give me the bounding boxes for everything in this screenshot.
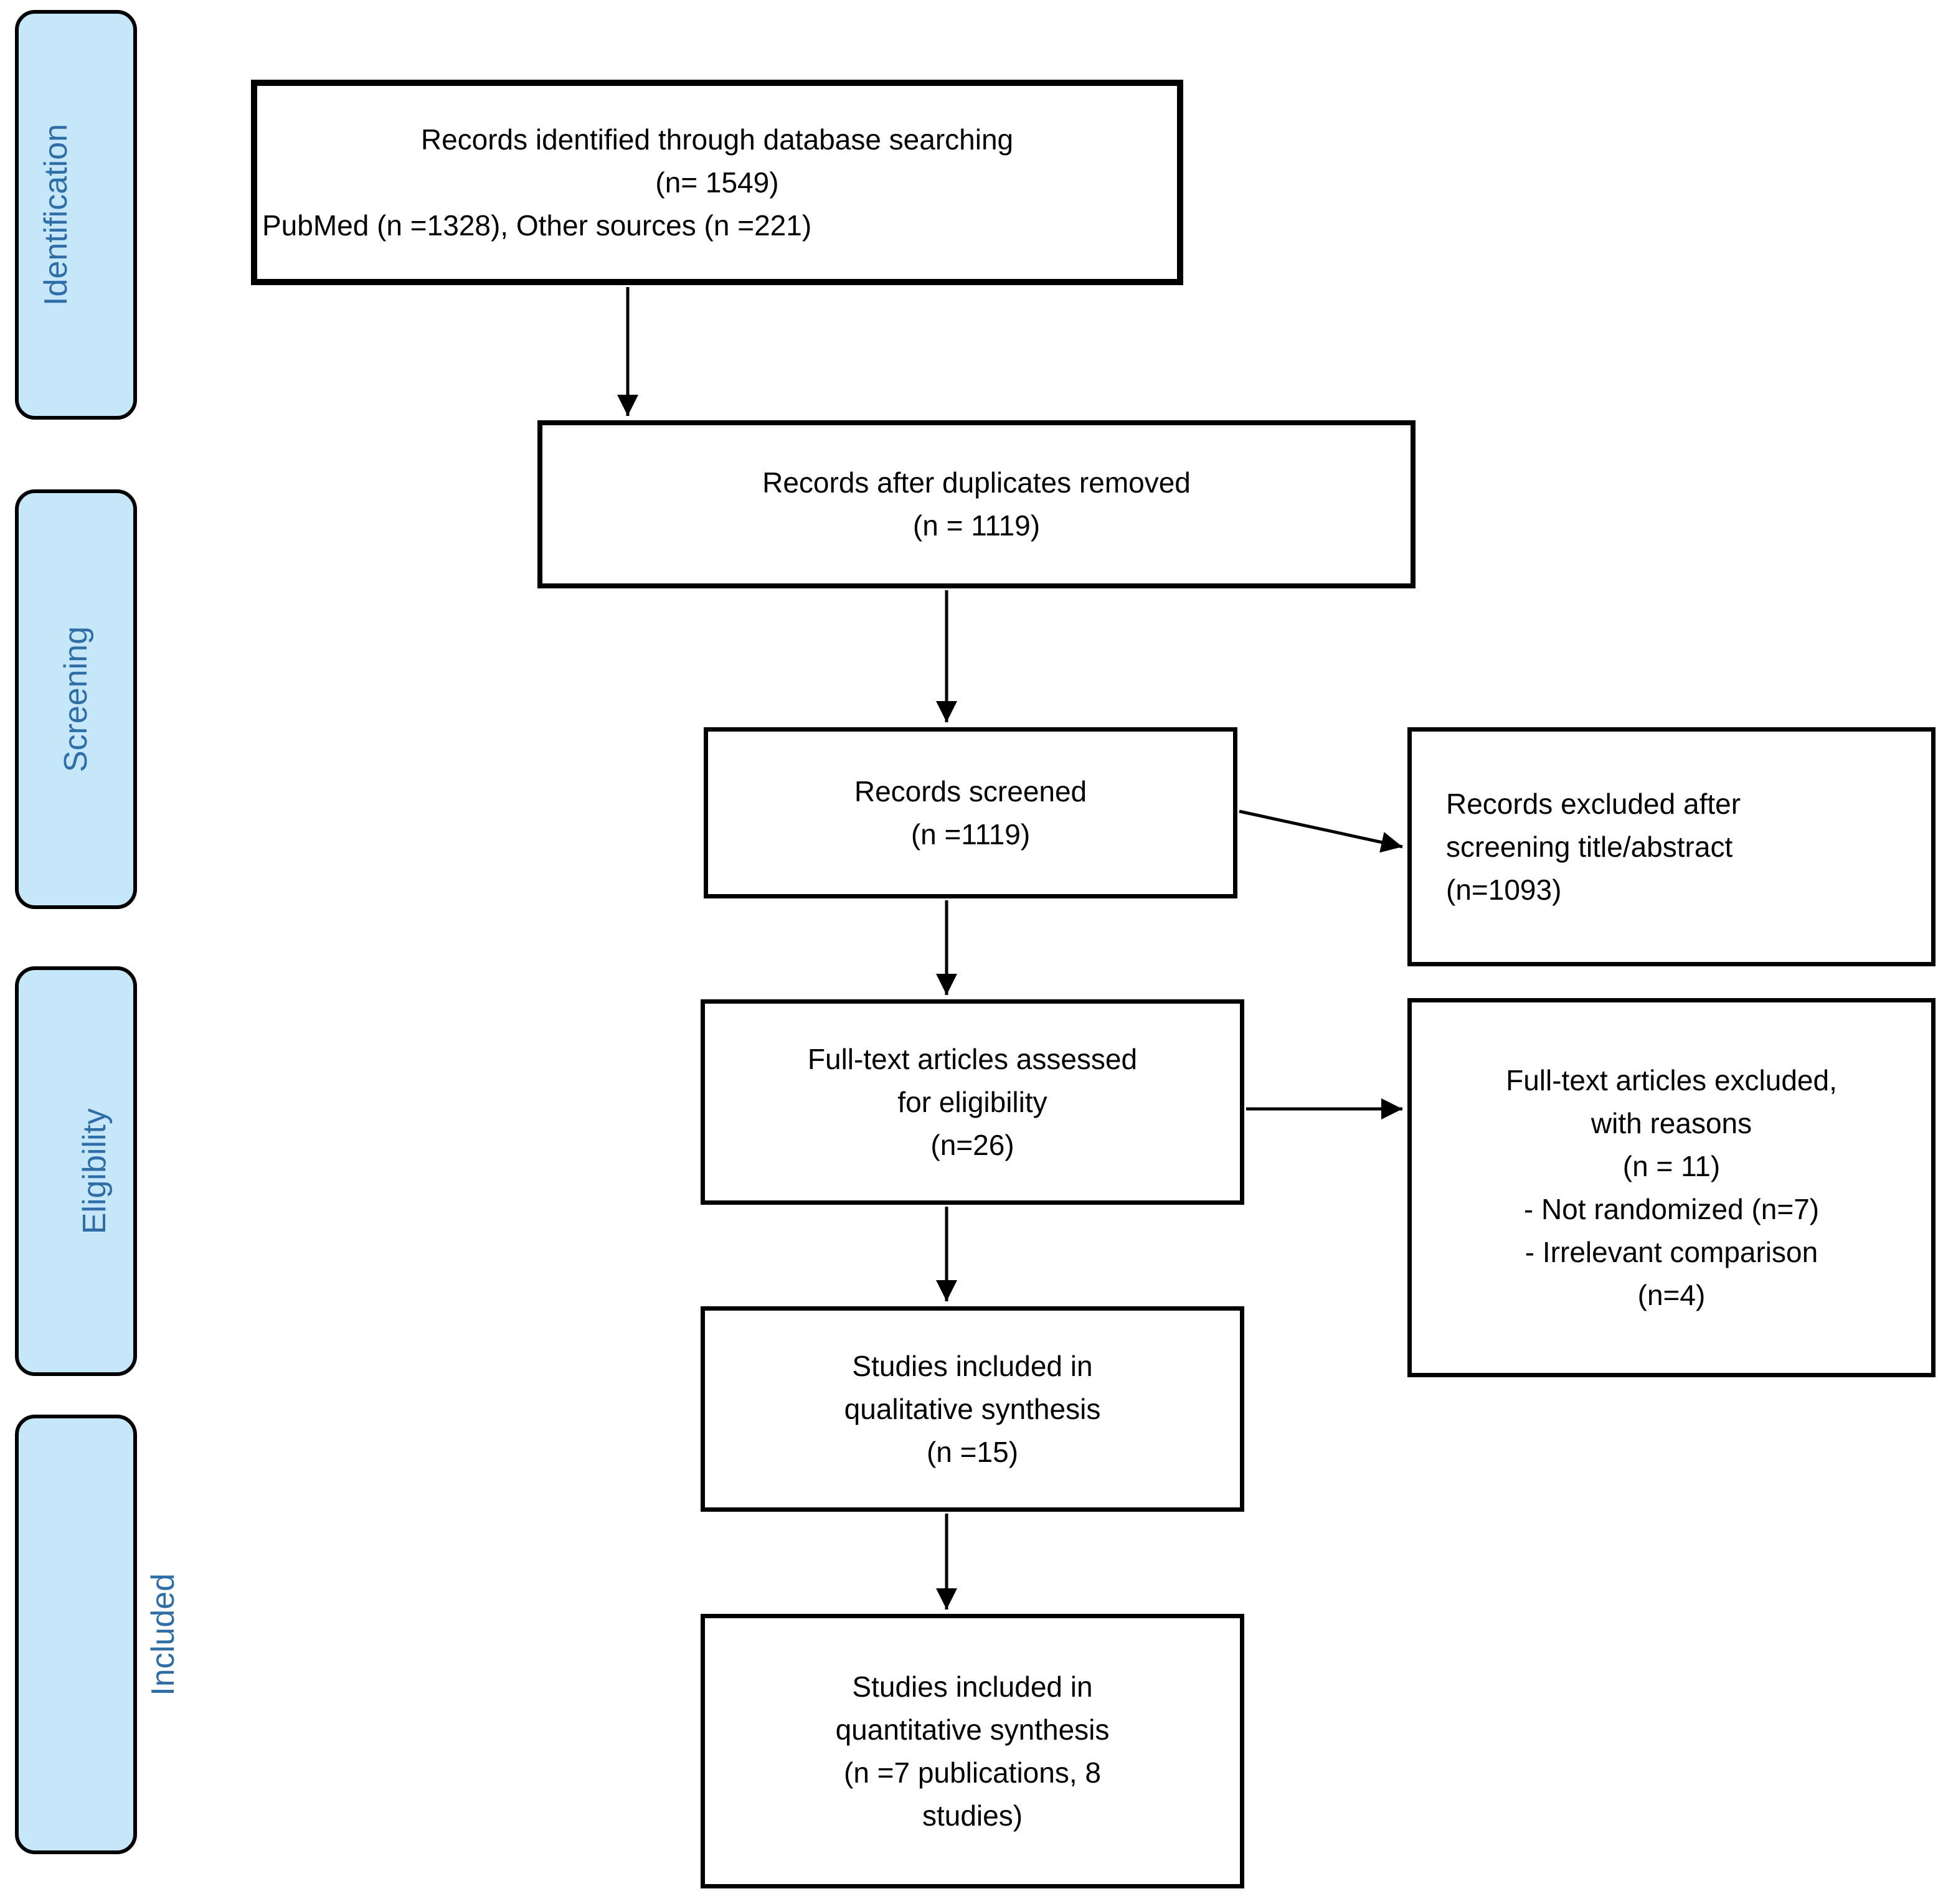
stage-identification: Identification [15,10,137,420]
stage-included: Included [15,1415,181,1854]
box-text-line: (n = 11) [1622,1149,1721,1182]
box-text-line: studies) [922,1799,1023,1832]
box-text-line: (n = 1119) [912,509,1041,542]
box-text-line: Full-text articles excluded, [1506,1063,1837,1096]
box-text-line: Studies included in [852,1349,1093,1382]
box-text-line: Records screened [854,775,1087,808]
box-text-line: - Not randomized (n=7) [1523,1192,1820,1225]
box-text-line: (n= 1549) [655,166,779,199]
box-text-line: PubMed (n =1328), Other sources (n =221) [262,209,812,242]
box-text-line: screening title/abstract [1446,830,1733,863]
box-text-line: (n=26) [930,1128,1014,1161]
stage-eligibility-label: Eligibility [77,1108,113,1235]
stage-screening: Screening [15,489,137,909]
box-fulltext-assessed: Full-text articles assessed for eligibil… [701,999,1244,1205]
box-text-line: Records identified through database sear… [420,123,1014,156]
box-duplicates-removed: Records after duplicates removed (n = 11… [537,420,1416,588]
box-quantitative-synthesis: Studies included in quantitative synthes… [701,1614,1244,1888]
box-text-line: Records excluded after [1446,787,1741,820]
box-text-line: with reasons [1591,1106,1752,1139]
box-text-line: (n=4) [1637,1278,1706,1311]
box-text-line: - Irrelevant comparison [1524,1235,1818,1268]
box-records-screened: Records screened (n =1119) [704,727,1237,898]
stage-screening-label: Screening [58,626,94,773]
box-text-line: Studies included in [852,1670,1093,1703]
box-text-line: for eligibility [897,1085,1047,1118]
box-text-line: (n =7 publications, 8 [844,1756,1101,1789]
box-text-line: (n =1119) [910,818,1031,851]
box-records-excluded: Records excluded after screening title/a… [1407,727,1936,966]
stage-included-label: Included [145,1573,181,1696]
arrow-screened-to-excluded [1239,809,1403,853]
box-fulltext-excluded: Full-text articles excluded, with reason… [1407,998,1936,1377]
stage-identification-label: Identification [38,124,74,306]
box-text-line: (n=1093) [1446,873,1562,906]
box-records-identified: Records identified through database sear… [251,80,1183,285]
box-text-line: qualitative synthesis [844,1392,1101,1425]
stage-eligibility: Eligibility [15,966,137,1376]
box-text-line: Full-text articles assessed [807,1042,1138,1075]
box-text-line: Records after duplicates removed [762,466,1191,499]
box-text-line: quantitative synthesis [835,1713,1110,1746]
box-qualitative-synthesis: Studies included in qualitative synthesi… [701,1306,1244,1512]
box-text-line: (n =15) [926,1435,1019,1468]
